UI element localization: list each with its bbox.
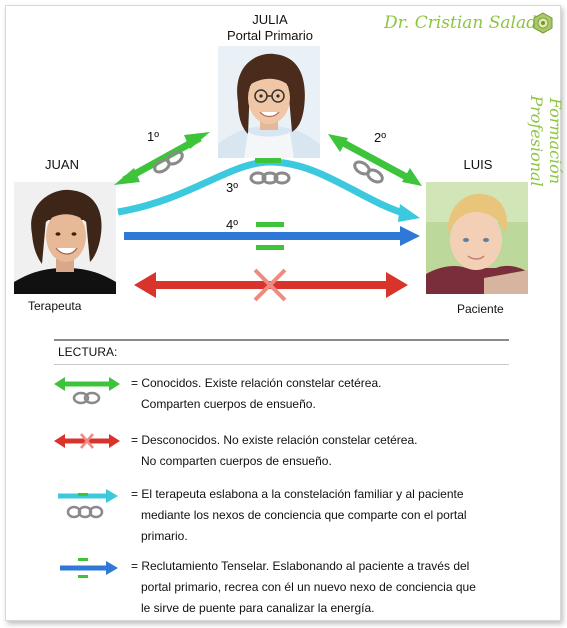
legend-text-4c: le sirve de puente para canalizar la ene…: [141, 601, 375, 615]
legend-title: LECTURA:: [58, 345, 118, 359]
legend-bottom-rule: [54, 364, 509, 365]
arrow-julia-luis: [328, 134, 422, 186]
arrow-cyan-curve: [117, 158, 420, 222]
chain-icon-3: [249, 171, 291, 185]
legend-text-1b: Comparten cuerpos de ensueño.: [141, 397, 316, 411]
chain-icon-2: [353, 160, 384, 184]
luis-role: Paciente: [457, 302, 504, 316]
legend-icon-cyan: [58, 489, 118, 519]
label-fourth: 4º: [226, 217, 238, 232]
luis-name: LUIS: [463, 157, 493, 172]
legend-icon-blue: [60, 558, 118, 578]
label-first: 1º: [147, 129, 159, 144]
juan-name: JUAN: [45, 157, 79, 172]
legend-text-4b: portal primario, recrea con él un nuevo …: [141, 580, 476, 594]
legend-text-2b: No comparten cuerpos de ensueño.: [141, 454, 332, 468]
chain-icon-1: [153, 150, 184, 174]
juan-role: Terapeuta: [28, 299, 82, 313]
luis-photo: [426, 182, 528, 294]
legend-text-4a: = Reclutamiento Tenselar. Eslabonando al…: [131, 559, 470, 573]
arrow-blue: [124, 222, 420, 250]
julia-role: Portal Primario: [227, 28, 313, 43]
legend-text-3b: mediante los nexos de conciencia que com…: [141, 508, 467, 522]
brand-logo-icon: [532, 12, 554, 34]
legend-text-2a: = Desconocidos. No existe relación const…: [131, 433, 418, 447]
legend-icon-green: [54, 377, 120, 405]
brand-name: Dr. Cristian Salado: [384, 13, 548, 33]
julia-name: JULIA: [252, 12, 288, 27]
arrow-juan-julia: [114, 132, 210, 185]
label-second: 2º: [374, 130, 386, 145]
relationship-diagram: [114, 132, 422, 302]
legend-text-3c: primario.: [141, 529, 188, 543]
legend-top-rule: [54, 339, 509, 341]
legend-text-1a: = Conocidos. Existe relación constelar c…: [131, 376, 382, 390]
juan-photo: [14, 182, 116, 294]
arrow-red: [134, 268, 408, 302]
legend-icon-red: [54, 433, 120, 449]
legend-text-3a: = El terapeuta eslabona a la constelació…: [131, 487, 464, 501]
label-third: 3º: [226, 180, 238, 195]
julia-photo: [218, 46, 320, 158]
